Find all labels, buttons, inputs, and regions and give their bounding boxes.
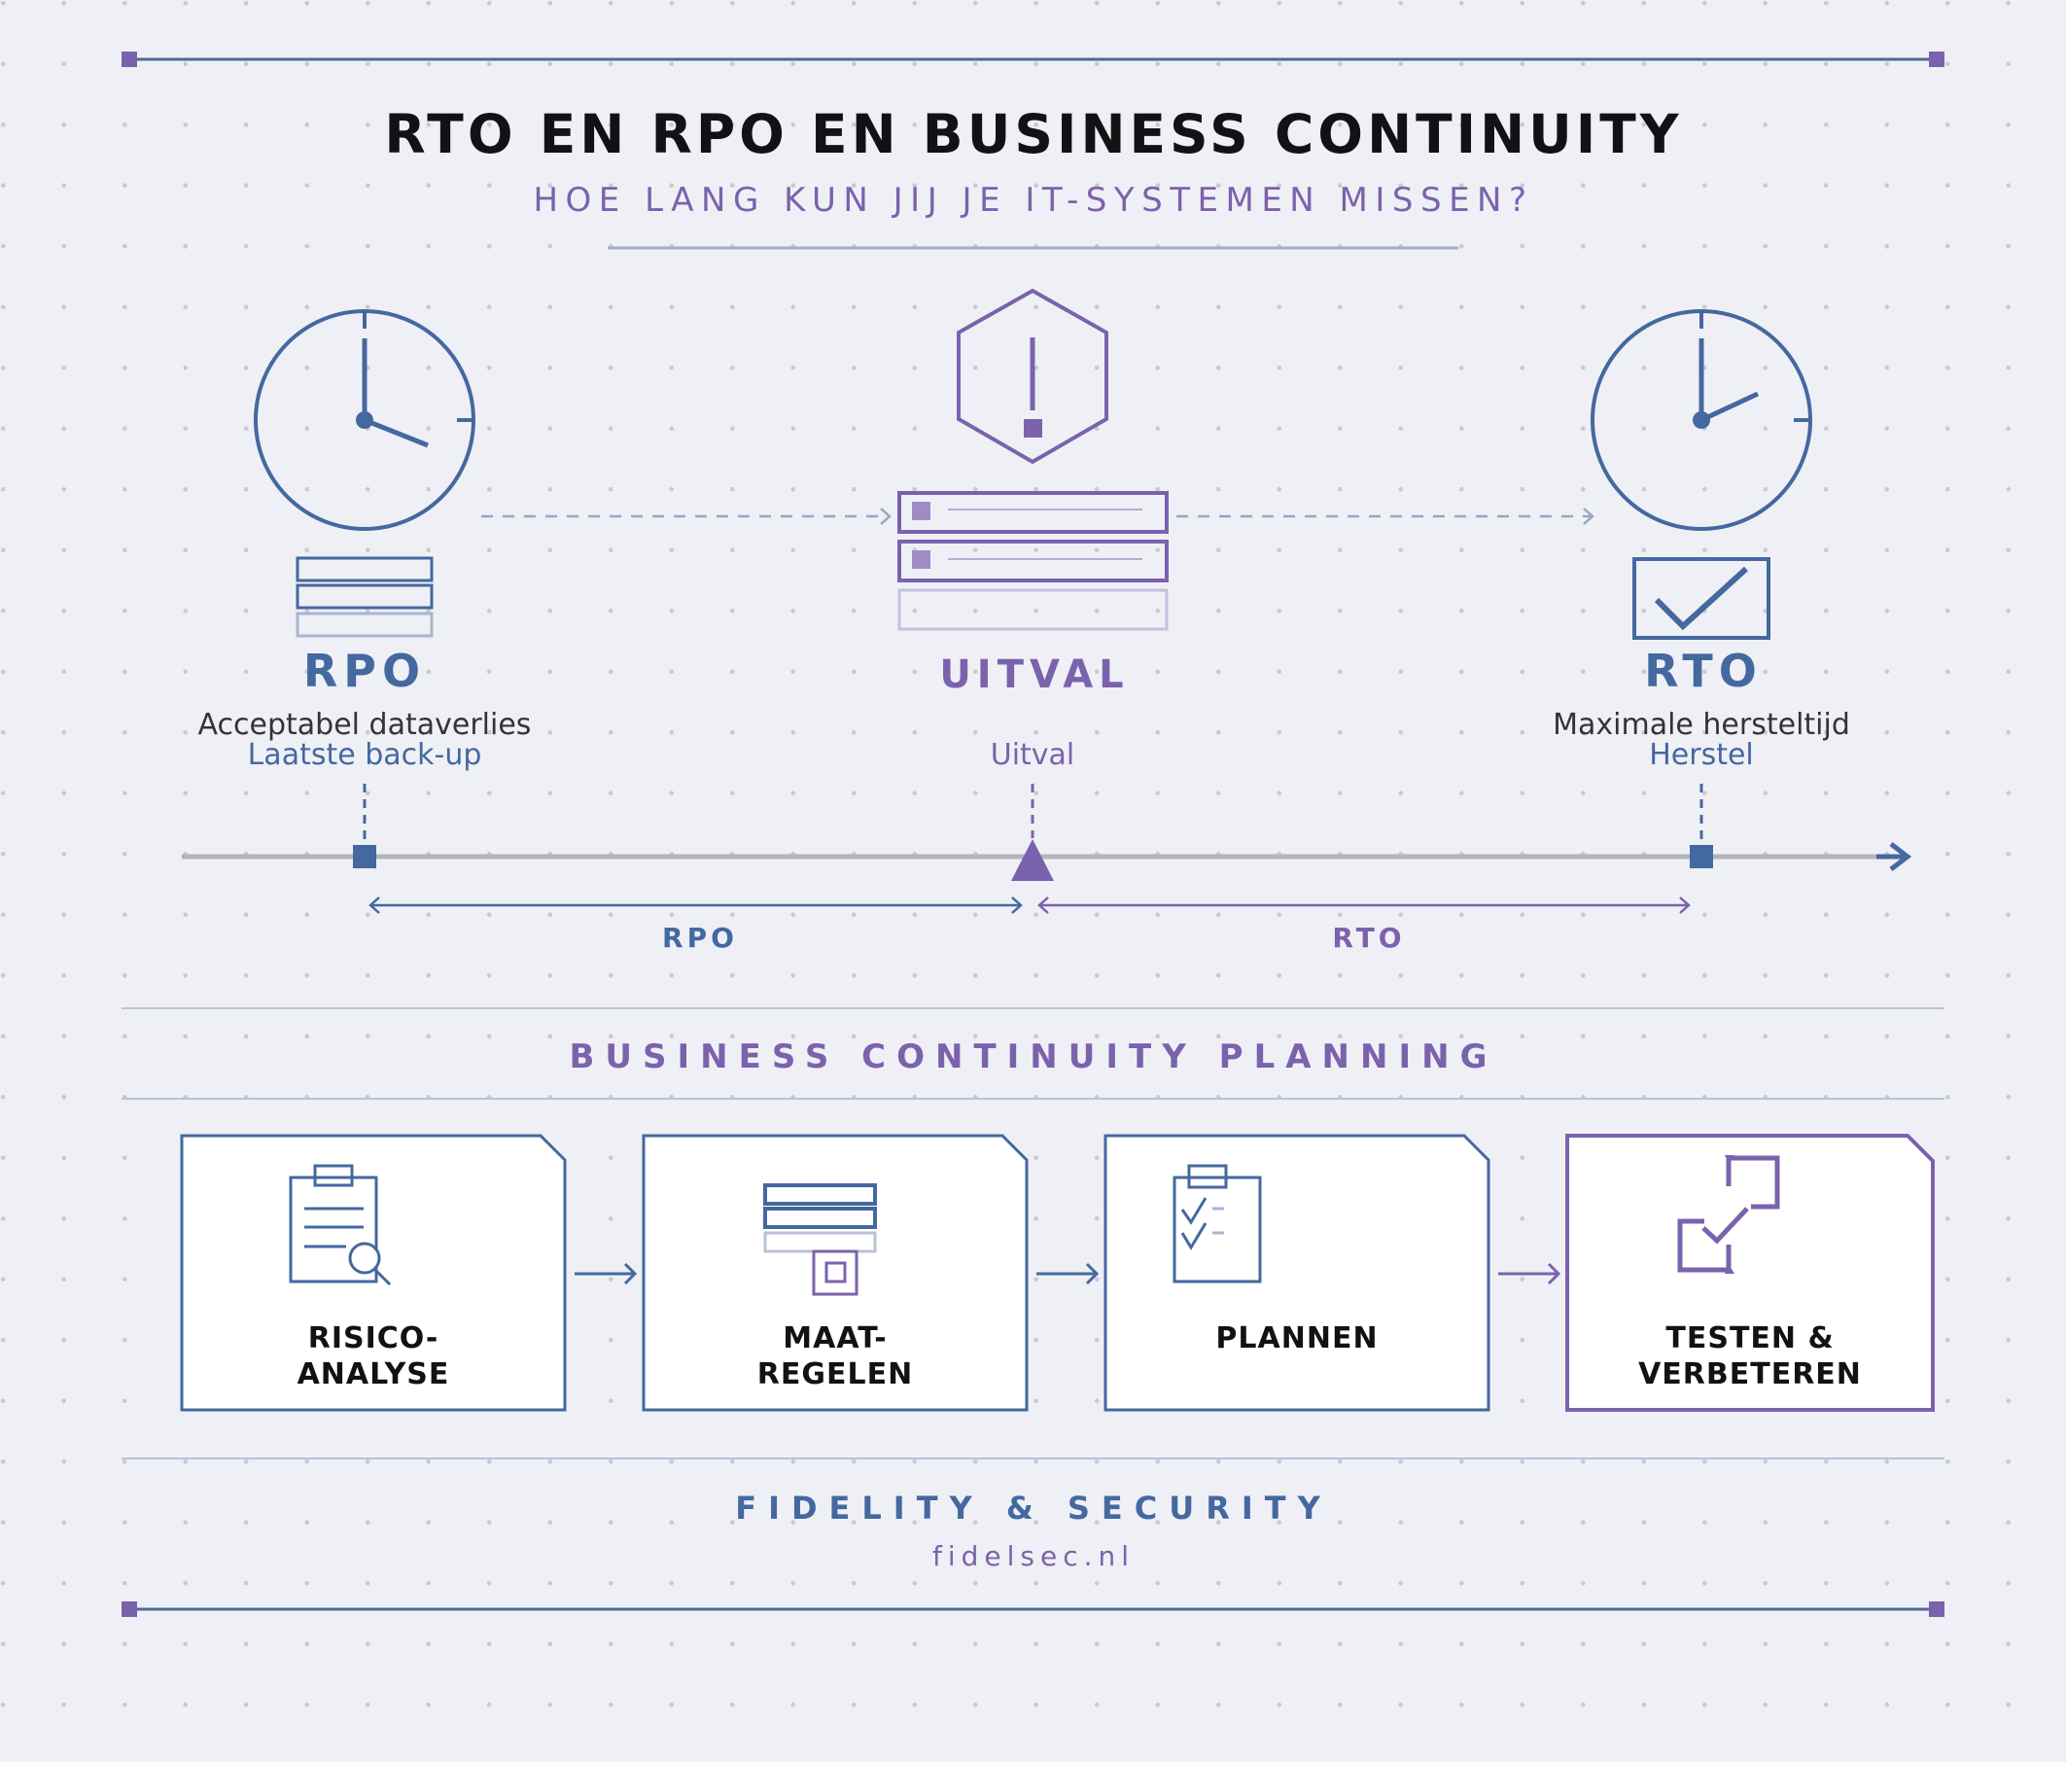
rpo-span-label: RPO (662, 922, 738, 954)
cycle-check-icon (1677, 1155, 1780, 1274)
top-rule (122, 52, 1944, 67)
page-subtitle: HOE LANG KUN JIJ JE IT-SYSTEMEN MISSEN? (533, 181, 1534, 220)
step-label-testen-verbeteren: TESTEN & VERBETEREN (1638, 1320, 1862, 1392)
rpo-clock-icon (254, 309, 475, 531)
step-box-maatregelen (642, 1134, 1029, 1412)
bcp-heading: BUSINESS CONTINUITY PLANNING (569, 1037, 1498, 1076)
outage-marker (1011, 784, 1054, 881)
step-label-line: PLANNEN (1215, 1321, 1379, 1355)
flow-arrow-rpo-to-outage (481, 508, 892, 525)
step-box-testen-verbeteren (1565, 1134, 1935, 1412)
rto-span-arrow (1037, 896, 1691, 914)
rpo-span-arrow (368, 896, 1023, 914)
step-label-plannen: PLANNEN (1215, 1320, 1378, 1356)
rto-span-label: RTO (1332, 922, 1406, 954)
step-label-line: RISICO- (307, 1321, 439, 1355)
rto-clock-icon (1591, 309, 1812, 531)
rpo-storage-stack-icon (296, 556, 434, 638)
step-arrow (575, 1262, 638, 1285)
rpo-marker-label: Laatste back-up (247, 738, 482, 772)
clipboard-search-icon (289, 1164, 392, 1286)
rto-heading: RTO (1644, 645, 1763, 697)
step-arrow (1498, 1262, 1561, 1285)
checklist-icon (1173, 1164, 1262, 1283)
rto-marker-label: Herstel (1649, 738, 1754, 772)
outage-marker-label: Uitval (990, 738, 1075, 772)
step-label-risicoanalyse: RISICO- ANALYSE (298, 1320, 450, 1392)
rto-marker (1690, 784, 1713, 868)
step-box-risicoanalyse (180, 1134, 567, 1412)
rto-checkbox-icon (1632, 557, 1770, 640)
step-label-line: VERBETEREN (1638, 1357, 1862, 1391)
step-label-line: REGELEN (756, 1357, 914, 1391)
step-arrow (1036, 1262, 1100, 1285)
step-label-line: MAAT- (783, 1321, 888, 1355)
bottom-rule (122, 1601, 1944, 1617)
rto-description: Maximale hersteltijd (1553, 708, 1850, 742)
outage-heading: UITVAL (939, 652, 1130, 697)
rpo-description: Acceptabel dataverlies (197, 708, 532, 742)
step-label-line: TESTEN & (1665, 1321, 1835, 1355)
step-label-maatregelen: MAAT- REGELEN (757, 1320, 913, 1392)
rpo-marker (353, 784, 376, 868)
footer-url[interactable]: fidelsec.nl (931, 1540, 1136, 1572)
page-title: RTO EN RPO EN BUSINESS CONTINUITY (384, 103, 1683, 165)
rpo-heading: RPO (302, 645, 427, 697)
failing-server-stack-icon (897, 491, 1169, 631)
step-label-line: ANALYSE (297, 1357, 450, 1391)
flow-arrow-outage-to-rto (1176, 508, 1594, 525)
warning-hexagon-icon (957, 288, 1108, 465)
server-stack-shield-icon (763, 1183, 877, 1296)
step-box-plannen (1103, 1134, 1490, 1412)
footer-brand: FIDELITY & SECURITY (735, 1490, 1332, 1527)
